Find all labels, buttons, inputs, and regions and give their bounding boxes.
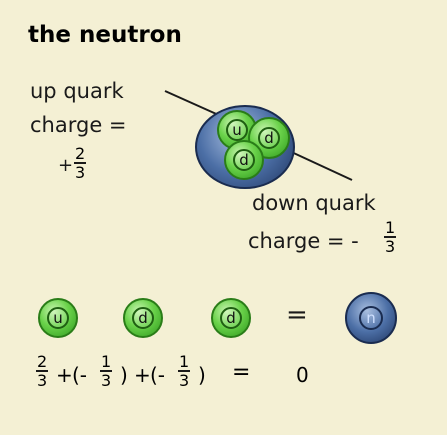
close-paren: ) bbox=[120, 363, 128, 387]
plus-sign: + bbox=[56, 363, 73, 387]
fraction-1-numerator: 2 bbox=[37, 352, 48, 371]
fraction-3-numerator: 1 bbox=[179, 352, 190, 371]
fraction-bar bbox=[384, 236, 397, 238]
equation-equals-sign: = bbox=[232, 360, 251, 385]
down-quark-charge-numerator: 1 bbox=[385, 218, 396, 237]
down-quark-charge-denominator: 3 bbox=[385, 237, 396, 256]
up-quark-symbol: u bbox=[226, 119, 248, 141]
down-quark-ball: d bbox=[211, 298, 251, 338]
diagram-title: the neutron bbox=[28, 22, 182, 48]
up-quark-charge-label: charge = bbox=[30, 113, 127, 137]
fraction-bar bbox=[100, 370, 113, 372]
fraction-2-numerator: 1 bbox=[101, 352, 112, 371]
up-quark-charge-sign: + bbox=[58, 155, 74, 176]
equation-result: 0 bbox=[296, 363, 309, 387]
down-quark-charge-fraction: 1 3 bbox=[384, 218, 397, 256]
fraction-bar bbox=[36, 370, 49, 372]
fraction-3-denominator: 3 bbox=[179, 371, 190, 390]
equation-fraction-2: 1 3 bbox=[100, 352, 113, 390]
down-quark-ball: d bbox=[224, 140, 264, 180]
fraction-bar bbox=[74, 162, 87, 164]
up-quark-charge-fraction: 2 3 bbox=[74, 144, 87, 182]
open-paren: (- bbox=[150, 363, 166, 387]
up-quark-ball: u bbox=[38, 298, 78, 338]
neutron-ball: n bbox=[345, 292, 397, 344]
plus-sign: + bbox=[134, 363, 151, 387]
up-quark-label: up quark bbox=[30, 79, 124, 103]
down-quark-symbol: d bbox=[233, 149, 255, 171]
down-quark-symbol: d bbox=[132, 307, 154, 329]
down-quark-label: down quark bbox=[252, 191, 376, 215]
up-quark-charge-denominator: 3 bbox=[75, 163, 86, 182]
fraction-bar bbox=[178, 370, 191, 372]
close-paren: ) bbox=[198, 363, 206, 387]
down-quark-symbol: d bbox=[220, 307, 242, 329]
particle-equals-sign: = bbox=[286, 300, 308, 330]
open-paren: (- bbox=[72, 363, 88, 387]
up-quark-charge-numerator: 2 bbox=[75, 144, 86, 163]
down-quark-ball: d bbox=[123, 298, 163, 338]
equation-fraction-1: 2 3 bbox=[36, 352, 49, 390]
fraction-2-denominator: 3 bbox=[101, 371, 112, 390]
down-quark-symbol: d bbox=[258, 127, 280, 149]
fraction-1-denominator: 3 bbox=[37, 371, 48, 390]
equation-fraction-3: 1 3 bbox=[178, 352, 191, 390]
down-quark-charge-label: charge = - bbox=[248, 229, 359, 253]
up-quark-symbol: u bbox=[47, 307, 69, 329]
neutron-symbol: n bbox=[359, 306, 383, 330]
